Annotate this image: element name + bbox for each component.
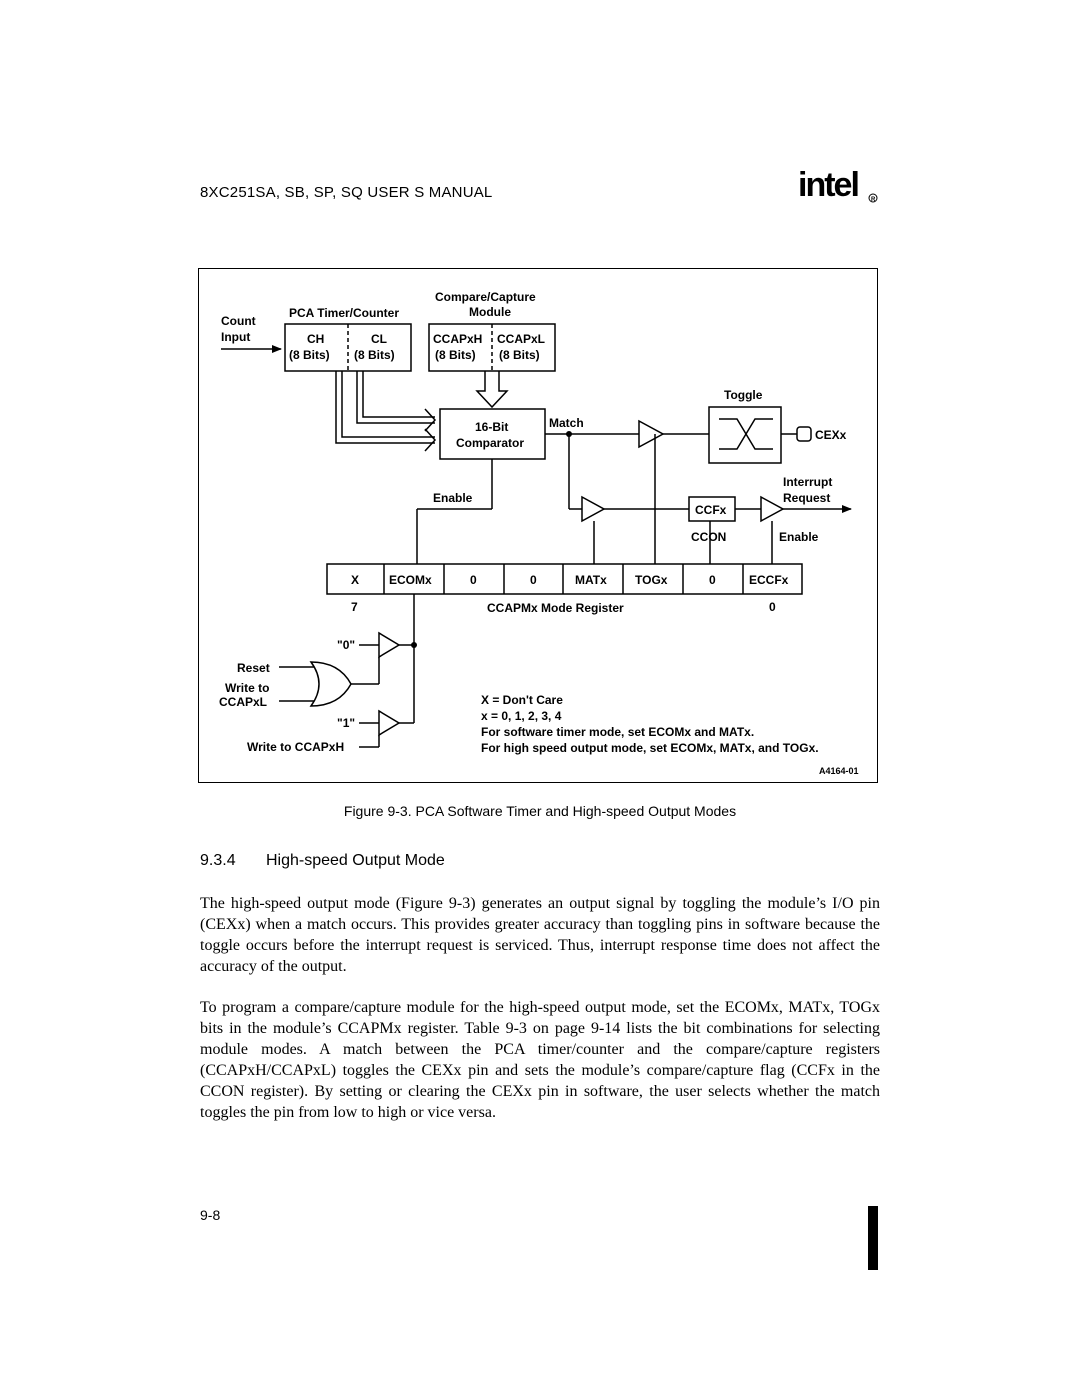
register-bit-tog: TOGx: [635, 573, 668, 587]
ccapxl-bits-label: (8 Bits): [499, 348, 540, 362]
svg-text:R: R: [871, 197, 876, 203]
ccapxl-write-label: CCAPxL: [219, 695, 267, 709]
page-number: 9-8: [200, 1207, 221, 1223]
write-ccapxh-label: Write to CCAPxH: [247, 740, 344, 754]
zero-input-label: "0": [337, 638, 355, 652]
cex-label: CEXx: [815, 428, 847, 442]
section-heading: 9.3.4 High-speed Output Mode: [200, 852, 445, 870]
compare-capture-label: Compare/Capture: [435, 290, 536, 304]
toggle-label: Toggle: [724, 388, 763, 402]
intel-logo-text: intel: [798, 166, 858, 204]
ccapxh-bits-label: (8 Bits): [435, 348, 476, 362]
register-name-label: CCAPMx Mode Register: [487, 601, 624, 615]
register-bit-6: 0: [470, 573, 477, 587]
cl-bits-label: (8 Bits): [354, 348, 395, 362]
cl-label: CL: [371, 332, 387, 346]
register-bit-x: X: [351, 573, 359, 587]
figure-caption: Figure 9-3. PCA Software Timer and High-…: [343, 803, 737, 819]
ch-label: CH: [307, 332, 324, 346]
paragraph-1: The high-speed output mode (Figure 9-3) …: [200, 895, 880, 975]
figure-id-label: A4164-01: [819, 766, 859, 776]
module-label: Module: [469, 305, 511, 319]
ccapxl-label: CCAPxL: [497, 332, 545, 346]
reset-label: Reset: [237, 661, 270, 675]
count-label: Count: [221, 314, 256, 328]
interrupt-label: Interrupt: [783, 475, 832, 489]
figure-9-3-diagram: Count Input PCA Timer/Counter Compare/Ca…: [198, 268, 878, 783]
input-label: Input: [221, 330, 250, 344]
ch-bits-label: (8 Bits): [289, 348, 330, 362]
ccon-label: CCON: [691, 530, 726, 544]
section-number: 9.3.4: [200, 852, 236, 869]
ccf-label: CCFx: [695, 503, 727, 517]
register-bit-mat: MATx: [575, 573, 607, 587]
register-bit-5: 0: [530, 573, 537, 587]
bit0-label: 0: [769, 600, 776, 614]
register-bit-ecom: ECOMx: [389, 573, 432, 587]
comparator-label-line1: 16-Bit: [475, 420, 508, 434]
request-label: Request: [783, 491, 830, 505]
paragraph-2: To program a compare/capture module for …: [200, 999, 880, 1121]
page-edge-bar: [868, 1206, 878, 1270]
enable-left-label: Enable: [433, 491, 473, 505]
enable-right-label: Enable: [779, 530, 819, 544]
section-title: High-speed Output Mode: [266, 852, 445, 869]
legend-hs-output: For high speed output mode, set ECOMx, M…: [481, 741, 819, 755]
legend-sw-timer: For software timer mode, set ECOMx and M…: [481, 725, 754, 739]
legend-dont-care: X = Don't Care: [481, 693, 563, 707]
legend-x-values: x = 0, 1, 2, 3, 4: [481, 709, 562, 723]
comparator-label-line2: Comparator: [456, 436, 524, 450]
match-label: Match: [549, 416, 584, 430]
intel-logo: intel R: [798, 166, 878, 204]
one-input-label: "1": [337, 716, 355, 730]
ccapxh-label: CCAPxH: [433, 332, 482, 346]
register-bit-1: 0: [709, 573, 716, 587]
manual-header-title: 8XC251SA, SB, SP, SQ USER S MANUAL: [200, 184, 493, 201]
pca-block-diagram: Count Input PCA Timer/Counter Compare/Ca…: [219, 290, 859, 776]
write-to-label: Write to: [225, 681, 269, 695]
register-bit-eccf: ECCFx: [749, 573, 789, 587]
bit7-label: 7: [351, 600, 358, 614]
pca-timer-label: PCA Timer/Counter: [289, 306, 399, 320]
